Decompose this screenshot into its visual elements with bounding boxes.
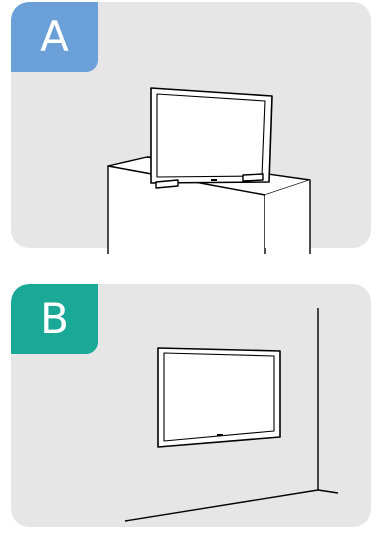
tv-on-stand-icon: [108, 88, 310, 254]
tv-wall-mounted-icon: [125, 308, 338, 521]
tv-screen: [151, 88, 272, 188]
tv-screen-wall: [158, 348, 280, 447]
